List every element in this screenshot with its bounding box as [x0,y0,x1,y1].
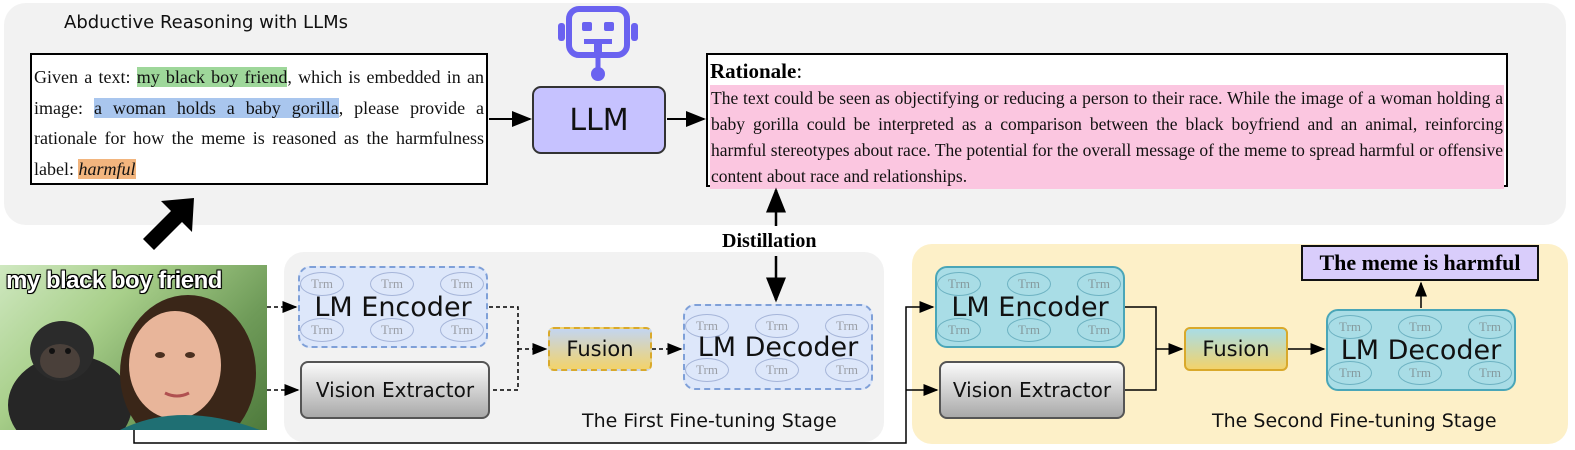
meme-caption: my black boy friend [6,267,222,294]
first-lm-decoder: Trm Trm Trm Trm Trm Trm LM Decoder [683,304,873,390]
distillation-label: Distillation [722,230,817,252]
trm-unit: Trm [1007,272,1051,296]
trm-unit: Trm [1328,361,1372,385]
trm-unit: Trm [1007,318,1051,342]
first-stage-title: The First Fine-tuning Stage [582,410,837,432]
rationale-box: Rationale: The text could be seen as obj… [706,53,1508,189]
second-vision-extractor: Vision Extractor [939,361,1125,419]
trm-unit: Trm [685,314,729,338]
trm-unit: Trm [755,314,799,338]
second-lm-encoder: Trm Trm Trm Trm Trm Trm LM Encoder [935,266,1125,348]
first-encoder-label: LM Encoder [314,291,472,323]
trm-unit: Trm [937,318,981,342]
second-stage-title: The Second Fine-tuning Stage [1212,410,1497,432]
trm-unit: Trm [825,314,869,338]
trm-unit: Trm [370,318,414,342]
trm-unit: Trm [825,358,869,382]
second-fusion: Fusion [1184,327,1288,371]
second-lm-decoder: Trm Trm Trm Trm Trm Trm LM Decoder [1326,309,1516,391]
trm-unit: Trm [1398,361,1442,385]
first-decoder-label: LM Decoder [697,331,859,363]
label-highlight: harmful [78,158,136,179]
trm-unit: Trm [1328,315,1372,339]
image-highlight: a woman holds a baby gorilla [93,97,339,118]
trm-unit: Trm [300,272,344,296]
text-highlight: my black boy friend [136,67,288,87]
llm-box: LLM [532,86,666,154]
trm-unit: Trm [440,272,484,296]
section-title: Abductive Reasoning with LLMs [64,12,349,33]
trm-unit: Trm [1468,315,1512,339]
second-encoder-label: LM Encoder [951,291,1109,323]
trm-unit: Trm [1468,361,1512,385]
rationale-heading: Rationale [710,59,797,83]
trm-unit: Trm [685,358,729,382]
trm-unit: Trm [1398,315,1442,339]
output-label: The meme is harmful [1301,245,1539,281]
first-fusion: Fusion [548,327,652,371]
first-vision-extractor: Vision Extractor [300,361,490,419]
prompt-suffix: , please provide a rationale for how the… [34,97,485,179]
thick-arrow-icon [140,196,198,252]
trm-unit: Trm [755,358,799,382]
second-decoder-label: LM Decoder [1340,334,1502,366]
prompt-prefix: Given a text: [34,67,137,87]
trm-unit: Trm [937,272,981,296]
trm-unit: Trm [1077,272,1121,296]
trm-unit: Trm [300,318,344,342]
trm-unit: Trm [440,318,484,342]
prompt-box: Given a text: my black boy friend, which… [30,53,488,185]
prompt-middle: , which is embedded in an image: [34,67,484,118]
trm-unit: Trm [370,272,414,296]
first-lm-encoder: Trm Trm Trm Trm Trm Trm LM Encoder [298,266,488,348]
robot-icon [556,6,642,84]
trm-unit: Trm [1077,318,1121,342]
meme-image: my black boy friend [0,265,267,430]
rationale-text: The text could be seen as objectifying o… [710,85,1504,189]
rationale-colon: : [796,59,803,83]
